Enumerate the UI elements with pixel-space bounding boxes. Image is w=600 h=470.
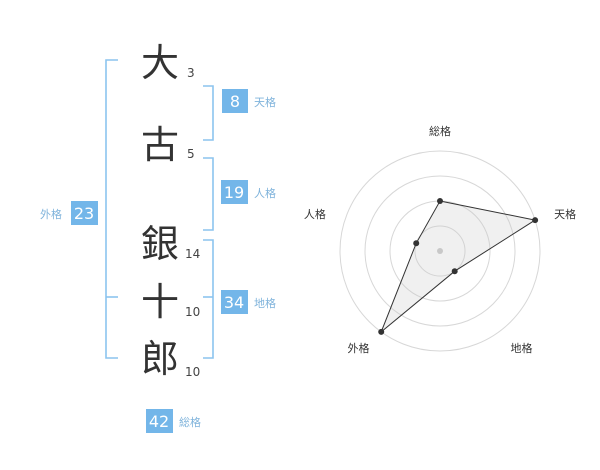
soukaku-box-bg [146,409,173,433]
tenkaku-box: 8 天格 [222,89,276,113]
radar-axis-label-4: 外格 [348,341,370,355]
soukaku-value: 42 [149,412,169,431]
jinkaku-box-bg [221,180,248,204]
stroke-count-3: 14 [185,247,200,261]
gaikaku-box: 23 外格 [40,201,98,225]
radar-axis-label-5: 人格 [304,207,326,221]
jinkaku-bracket [203,157,214,231]
gaikaku-bracket [105,59,118,359]
stroke-count-2: 5 [187,147,195,161]
name-char-3: 銀 [141,222,179,266]
stroke-count-5: 10 [185,365,200,379]
name-char-4: 十 [141,280,179,324]
gaikaku-box-bg [71,201,98,225]
stroke-count-1: 3 [187,66,195,80]
radar-point-1 [437,198,443,204]
chikaku-value: 34 [224,293,244,312]
chikaku-box-bg [221,290,248,314]
radar-polygon [380,200,537,333]
chikaku-label: 地格 [254,296,276,310]
soukaku-label: 総格 [179,415,201,429]
tenkaku-box-bg [222,89,248,113]
soukaku-box: 42 総格 [146,409,201,433]
radar-point-3 [451,268,458,275]
radar-ring-1 [414,225,466,277]
name-char-1: 大 [141,41,179,85]
radar-center-dot [437,248,443,254]
name-char-5: 郎 [141,337,179,381]
radar-point-4 [378,328,385,335]
radar-axis-label-1: 総格 [429,124,451,138]
name-column: 大 3 古 5 銀 14 十 10 郎 10 [141,41,200,381]
radar-axis-label-3: 地格 [511,341,533,355]
jinkaku-box: 19 人格 [221,180,276,204]
tenkaku-label: 天格 [254,95,276,109]
tenkaku-value: 8 [230,92,240,111]
gaikaku-label: 外格 [40,207,62,221]
radar-ring-3 [364,175,516,327]
gaikaku-value: 23 [74,204,94,223]
radar-axis-label-2: 天格 [554,207,576,221]
chikaku-bracket [203,239,214,359]
jinkaku-value: 19 [224,183,244,202]
chikaku-box: 34 地格 [221,290,276,314]
name-char-2: 古 [141,123,179,167]
stroke-count-4: 10 [185,305,200,319]
radar-point-2 [532,217,539,224]
tenkaku-bracket [203,85,214,141]
radar-ring-4 [339,150,541,352]
jinkaku-label: 人格 [254,186,276,200]
radar-point-5 [413,240,420,247]
